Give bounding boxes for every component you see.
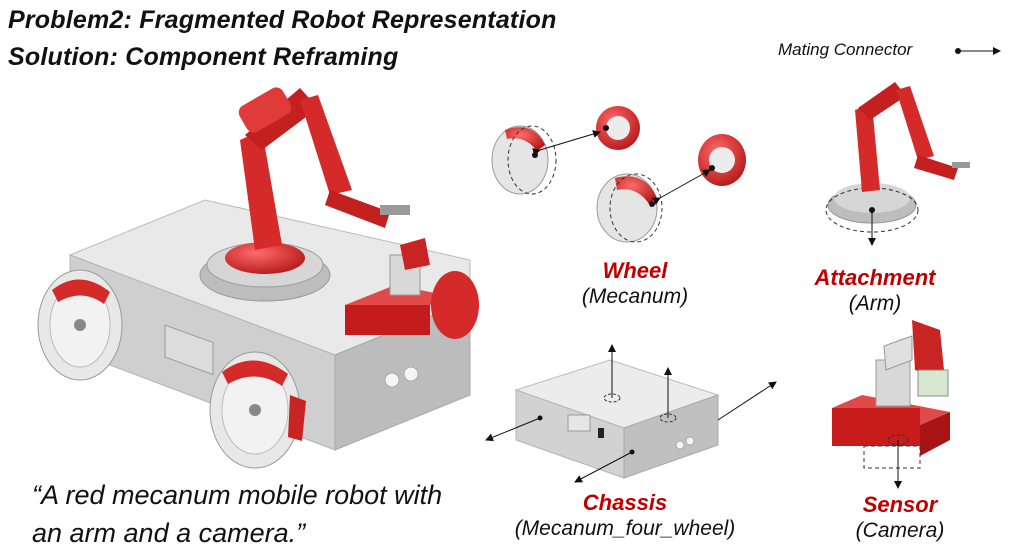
title-problem: Problem2: Fragmented Robot Representatio… bbox=[8, 6, 557, 34]
chassis-illustration bbox=[485, 344, 777, 483]
robot-wheel-rear-right bbox=[431, 271, 479, 339]
robot-wheel-front-left bbox=[37, 269, 123, 381]
robot-wheel-front-right bbox=[209, 351, 306, 469]
quote-line-2: an arm and a camera.” bbox=[32, 518, 306, 548]
wheel-type: (Mecanum) bbox=[581, 285, 689, 308]
attachment-arm-illustration bbox=[825, 82, 970, 246]
legend-label: Mating Connector bbox=[778, 40, 913, 59]
wheel-part-1 bbox=[491, 125, 557, 195]
chassis-name: Chassis bbox=[582, 490, 668, 515]
chassis-label: Chassis (Mecanum_four_wheel) bbox=[490, 490, 760, 542]
quote-line-1: “A red mecanum mobile robot with bbox=[32, 480, 443, 510]
title-solution: Solution: Component Reframing bbox=[8, 43, 399, 71]
full-robot-illustration bbox=[37, 87, 479, 469]
wheel-components-illustration bbox=[491, 106, 746, 243]
prompt-quote: “A red mecanum mobile robot with an arm … bbox=[32, 476, 442, 552]
wheel-part-4 bbox=[698, 134, 746, 186]
sensor-label: Sensor (Camera) bbox=[825, 492, 975, 544]
sensor-camera-illustration bbox=[832, 320, 950, 489]
attachment-name: Attachment bbox=[814, 265, 936, 290]
wheel-label: Wheel (Mecanum) bbox=[560, 258, 710, 310]
attachment-type: (Arm) bbox=[848, 292, 902, 315]
attachment-label: Attachment (Arm) bbox=[795, 265, 955, 317]
legend-connector-arrow bbox=[955, 47, 1001, 55]
wheel-part-3 bbox=[596, 173, 663, 243]
sensor-type: (Camera) bbox=[855, 519, 945, 542]
wheel-part-2 bbox=[596, 106, 640, 150]
chassis-type: (Mecanum_four_wheel) bbox=[514, 517, 736, 540]
sensor-name: Sensor bbox=[862, 492, 938, 517]
wheel-name: Wheel bbox=[602, 258, 668, 283]
